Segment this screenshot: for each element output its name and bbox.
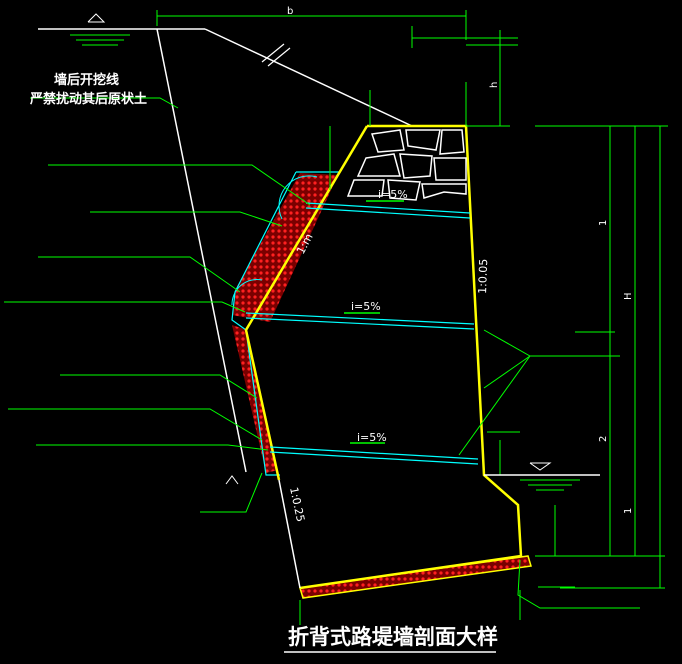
- right-ground: [484, 462, 600, 491]
- drain-slope-3: i=5%: [357, 431, 387, 444]
- drain-slope-2: i=5%: [351, 300, 381, 313]
- toe-marker-icon: [225, 475, 239, 485]
- leader-lines: [4, 97, 640, 609]
- note-line-1: 墙后开挖线: [54, 72, 119, 88]
- slope-label-back: 1:0.05: [476, 258, 490, 294]
- dimension-lines: [156, 10, 668, 625]
- dim-seg-1: 1: [598, 220, 609, 226]
- slope-arrows: [344, 200, 404, 444]
- wall-face: [244, 125, 369, 481]
- drain-slope-1: i=5%: [378, 188, 408, 201]
- dim-total-H: H: [623, 292, 634, 300]
- drawing-title: 折背式路堤墙剖面大样: [288, 625, 498, 649]
- slope-label-face-lower: 1:0.25: [287, 486, 307, 523]
- rubble-stones: [346, 129, 467, 201]
- dim-height-h: h: [489, 82, 500, 88]
- note-line-2: 严禁扰动其后原状土: [29, 91, 147, 107]
- drain-pipes: [245, 202, 479, 465]
- break-mark-icon: [261, 43, 291, 67]
- dim-seg-1b: 1: [623, 508, 634, 514]
- wall-face-lower: [278, 479, 301, 589]
- dim-seg-2: 2: [598, 436, 609, 442]
- dim-top-b: b: [287, 6, 293, 17]
- wall-outline: [299, 124, 523, 590]
- ground-hatch-icon: [70, 13, 130, 46]
- face-cyan-outline: [231, 171, 297, 476]
- face-fill-upper: [232, 173, 338, 322]
- face-arcs: [231, 175, 318, 306]
- foundation-strip: [299, 555, 532, 599]
- ground-line: [38, 28, 413, 127]
- excavation-line: [156, 28, 247, 473]
